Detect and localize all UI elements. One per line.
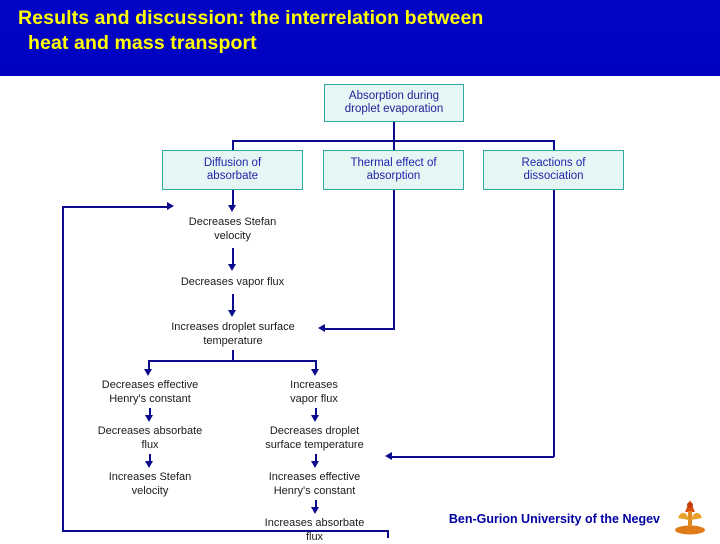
connector-split-right-drop	[315, 360, 317, 370]
arrow-br-1	[311, 415, 319, 422]
connector-outer-loop-top	[62, 206, 168, 208]
connector-left-chain-2	[232, 248, 234, 265]
arrow-split-left	[144, 369, 152, 376]
label-line2: velocity	[131, 484, 169, 497]
label-line2: Henry's constant	[109, 392, 191, 405]
label-decreases-stefan-velocity: Decreases Stefan velocity	[160, 216, 305, 243]
arrow-left-chain-2	[228, 264, 236, 271]
connector-br-2	[315, 454, 317, 462]
node-thermal-effect-of-absorption[interactable]: Thermal effect of absorption	[323, 150, 464, 190]
node-line2: dissociation	[523, 170, 584, 182]
connector-br-3	[315, 500, 317, 508]
label-line2: Henry's constant	[273, 484, 356, 497]
label-line1: Increases absorbate	[264, 517, 365, 529]
arrow-br-3	[311, 507, 319, 514]
label-decreases-vapor-flux: Decreases vapor flux	[160, 276, 305, 290]
page-title: Results and discussion: the interrelatio…	[18, 6, 708, 56]
connector-branch2-drop	[393, 140, 395, 157]
flow-diagram: Absorption during droplet evaporation Di…	[0, 76, 720, 543]
arrow-bl-2	[145, 461, 153, 468]
title-bar: Results and discussion: the interrelatio…	[0, 0, 720, 76]
node-line1: Diffusion of	[203, 156, 262, 169]
label-increases-effective-henrys-constant: Increases effective Henry's constant	[247, 471, 382, 498]
label-line1: Decreases droplet	[269, 425, 360, 437]
connector-branch3-drop	[553, 140, 555, 157]
page-title-line2: heat and mass transport	[28, 32, 257, 54]
arrow-br-2	[311, 461, 319, 468]
connector-thermal-down	[393, 190, 395, 329]
connector-outer-loop-bottom	[62, 530, 388, 532]
label-line1: Increases	[290, 379, 338, 391]
node-absorption-during-droplet-evaporation[interactable]: Absorption during droplet evaporation	[324, 84, 464, 122]
node-diffusion-of-absorbate[interactable]: Diffusion of absorbate	[162, 150, 303, 190]
connector-br-1	[315, 408, 317, 416]
label-line2: velocity	[214, 229, 251, 242]
node-line1: Thermal effect of	[350, 156, 437, 169]
page-title-line1: Results and discussion: the interrelatio…	[18, 7, 484, 29]
connector-split-left-drop	[148, 360, 150, 370]
label-decreases-absorbate-flux: Decreases absorbate flux	[85, 425, 215, 452]
connector-dissociation-to-chain	[392, 456, 554, 458]
label-line2: temperature	[203, 334, 263, 347]
connector-bl-1	[149, 408, 151, 416]
label-increases-stefan-velocity: Increases Stefan velocity	[85, 471, 215, 498]
label-line1: Increases Stefan	[108, 471, 192, 483]
bgu-logo-icon	[675, 500, 705, 535]
arrow-outer-loop-top	[167, 202, 174, 210]
connector-left-chain-3	[232, 294, 234, 311]
label-decreases-effective-henrys-constant: Decreases effective Henry's constant	[85, 379, 215, 406]
arrow-thermal-to-left	[318, 324, 325, 332]
connector-outer-loop-right-riser	[387, 530, 389, 538]
node-line2: absorption	[366, 170, 421, 182]
label-line2: flux	[141, 438, 159, 451]
label-increases-vapor-flux: Increases vapor flux	[255, 379, 373, 406]
label-line1: Decreases absorbate	[97, 425, 203, 437]
label-line1: Decreases Stefan	[188, 216, 277, 228]
node-reactions-of-dissociation[interactable]: Reactions of dissociation	[483, 150, 624, 190]
label-line2: surface temperature	[265, 438, 364, 451]
arrow-left-chain-1	[228, 205, 236, 212]
connector-branch1-drop	[232, 140, 234, 157]
connector-split-horizontal	[148, 360, 316, 362]
label-increases-droplet-surface-temperature: Increases droplet surface temperature	[148, 321, 318, 348]
node-line2: absorbate	[206, 170, 259, 182]
arrow-split-right	[311, 369, 319, 376]
connector-left-chain-1	[232, 190, 234, 206]
arrow-dissociation-to-chain	[385, 452, 392, 460]
node-line1: Absorption during	[348, 89, 440, 102]
label-line1: Decreases vapor flux	[180, 276, 285, 288]
label-line1: Decreases effective	[101, 379, 199, 391]
arrow-left-chain-3	[228, 310, 236, 317]
label-decreases-droplet-surface-temperature: Decreases droplet surface temperature	[247, 425, 382, 452]
label-line1: Increases droplet surface	[171, 321, 295, 333]
label-line2: flux	[305, 530, 324, 543]
connector-trunk-vertical	[393, 122, 395, 141]
connector-bl-2	[149, 454, 151, 462]
connector-dissociation-down	[553, 190, 555, 457]
connector-split-down	[232, 350, 234, 361]
node-line1: Reactions of	[521, 156, 586, 169]
connector-thermal-to-left	[325, 328, 395, 330]
connector-outer-loop-vertical	[62, 207, 64, 531]
footer-organization: Ben-Gurion University of the Negev	[448, 512, 660, 526]
node-line2: droplet evaporation	[344, 103, 444, 115]
label-line1: Increases effective	[268, 471, 361, 483]
arrow-bl-1	[145, 415, 153, 422]
label-line2: vapor flux	[290, 392, 338, 405]
